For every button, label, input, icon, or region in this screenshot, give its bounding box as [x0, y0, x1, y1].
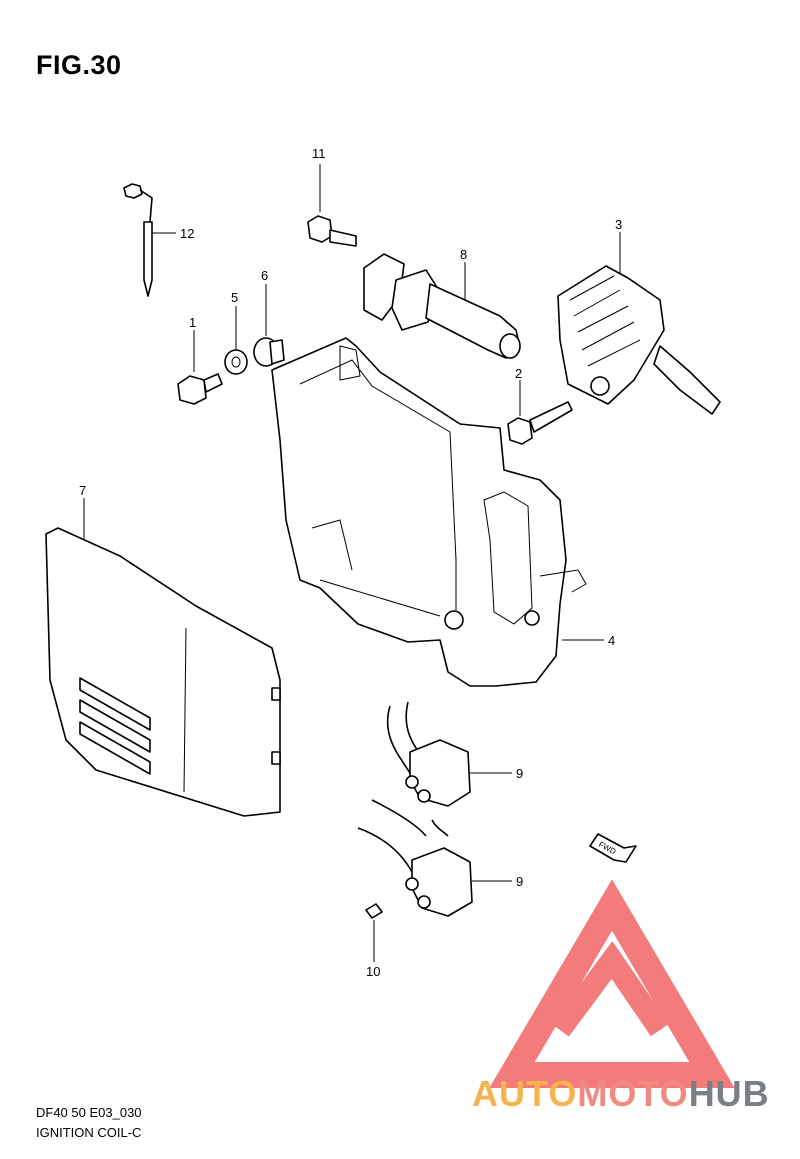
logo-wordmark: AUTOMOTOHUB: [472, 1073, 770, 1115]
part-4-bracket: [271, 337, 604, 687]
callout-1: 1: [189, 315, 196, 330]
part-8-ignition-coil: [363, 253, 521, 359]
fwd-direction-tag: FWD: [589, 833, 637, 863]
part-3-module: [557, 232, 721, 415]
callout-6: 6: [261, 268, 268, 283]
callout-10: 10: [366, 964, 380, 979]
part-5-washer: [224, 306, 248, 375]
part-10-cap: [365, 903, 383, 962]
figure-name: IGNITION COIL-C: [36, 1125, 142, 1140]
logo-mark: [489, 879, 735, 1088]
figure-footer: DF40 50 E03_030 IGNITION COIL-C: [36, 1103, 142, 1143]
logo-moto: MOTO: [577, 1073, 689, 1114]
part-2-bolt: [507, 380, 573, 445]
callout-11: 11: [312, 146, 326, 161]
part-1-bolt: [177, 330, 223, 405]
callout-9a: 9: [516, 766, 523, 781]
callout-9b: 9: [516, 874, 523, 889]
part-6-grommet: [253, 284, 285, 367]
part-12-clip: [123, 183, 176, 297]
part-9-cap-lower: [357, 827, 512, 917]
callout-4: 4: [608, 633, 615, 648]
part-7-cover: [45, 498, 281, 817]
figure-title: FIG.30: [36, 50, 122, 80]
logo-hub: HUB: [688, 1073, 770, 1114]
callout-7: 7: [79, 483, 86, 498]
callout-2: 2: [515, 366, 522, 381]
part-11-bolt: [307, 164, 357, 247]
callout-5: 5: [231, 290, 238, 305]
logo-auto: AUTO: [472, 1073, 578, 1114]
callout-12: 12: [180, 226, 194, 241]
part-9-cap-upper: [371, 701, 512, 837]
callout-8: 8: [460, 247, 467, 262]
callout-3: 3: [615, 217, 622, 232]
figure-code: DF40 50 E03_030: [36, 1105, 142, 1120]
